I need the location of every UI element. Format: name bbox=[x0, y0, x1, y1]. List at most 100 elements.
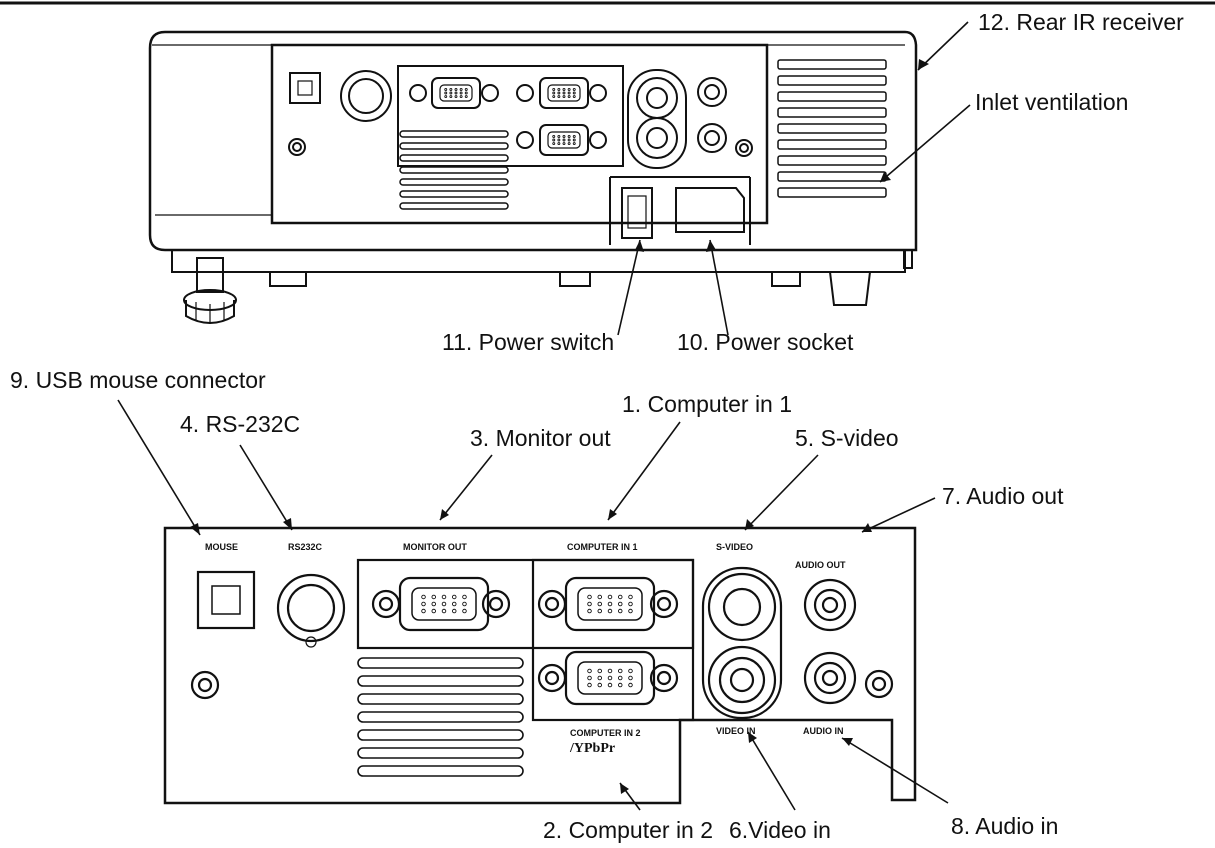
connector-panel-closeup bbox=[163, 526, 917, 805]
leader-rs232c bbox=[239, 444, 293, 531]
pin-hole bbox=[431, 608, 437, 614]
pin-hole bbox=[552, 91, 556, 95]
pin-hole bbox=[587, 675, 592, 681]
pin-hole bbox=[587, 601, 592, 607]
pin-hole bbox=[464, 95, 468, 98]
leader-power-socket bbox=[709, 239, 729, 336]
pin-hole bbox=[607, 668, 613, 674]
pin-hole bbox=[451, 608, 457, 614]
pin-hole bbox=[462, 601, 467, 607]
projector-rear-view bbox=[148, 30, 918, 324]
pin-hole bbox=[572, 95, 576, 98]
leader-arrowheads bbox=[190, 59, 929, 794]
pin-hole bbox=[597, 668, 603, 674]
panel-label-computer-in-2: COMPUTER IN 2 bbox=[570, 728, 641, 738]
callout-computer-in-2: 2. Computer in 2 bbox=[543, 817, 713, 843]
pin-hole bbox=[562, 88, 566, 91]
pin-hole bbox=[557, 88, 561, 91]
leader-usb-mouse bbox=[117, 399, 201, 536]
pin-hole bbox=[567, 95, 571, 98]
pin-hole bbox=[617, 601, 623, 607]
pin-hole bbox=[617, 594, 623, 600]
callout-s-video: 5. S-video bbox=[795, 425, 899, 451]
pin-hole bbox=[617, 608, 623, 614]
pin-hole bbox=[597, 682, 603, 688]
pin-hole bbox=[597, 675, 603, 681]
pin-hole bbox=[451, 601, 457, 607]
pin-hole bbox=[441, 608, 447, 614]
panel-label-ypbpr: /YPbPr bbox=[569, 741, 615, 756]
pin-hole bbox=[562, 138, 566, 142]
panel-label-audio-in: AUDIO IN bbox=[803, 726, 844, 736]
pin-hole bbox=[617, 682, 623, 688]
panel-label-audio-out: AUDIO OUT bbox=[795, 560, 846, 570]
pin-hole bbox=[628, 668, 633, 674]
pin-hole bbox=[617, 668, 623, 674]
pin-hole bbox=[451, 594, 457, 600]
pin-hole bbox=[557, 142, 561, 145]
pin-hole bbox=[597, 594, 603, 600]
callout-usb-mouse-connector: 9. USB mouse connector bbox=[10, 367, 266, 393]
pin-hole bbox=[607, 594, 613, 600]
pin-hole bbox=[464, 88, 468, 91]
pin-hole bbox=[572, 142, 576, 145]
pin-hole bbox=[587, 668, 592, 674]
callout-power-socket: 10. Power socket bbox=[677, 329, 854, 355]
panel-label-video-in: VIDEO IN bbox=[716, 726, 756, 736]
pin-hole bbox=[572, 88, 576, 91]
callout-audio-in: 8. Audio in bbox=[951, 813, 1058, 839]
leader-lines bbox=[117, 21, 971, 811]
pin-hole bbox=[628, 594, 633, 600]
pin-hole bbox=[552, 88, 556, 91]
pin-hole bbox=[562, 95, 566, 98]
pin-hole bbox=[628, 601, 633, 607]
pin-hole bbox=[607, 682, 613, 688]
pin-hole bbox=[562, 91, 566, 95]
pin-hole bbox=[617, 675, 623, 681]
leader-rear-ir bbox=[917, 21, 969, 71]
pin-hole bbox=[557, 91, 561, 95]
panel-label-s-video: S-VIDEO bbox=[716, 542, 753, 552]
panel-label-computer-in-1: COMPUTER IN 1 bbox=[567, 542, 638, 552]
pin-hole bbox=[562, 135, 566, 138]
pin-hole bbox=[552, 142, 556, 145]
connector-pins bbox=[421, 88, 633, 688]
pin-hole bbox=[628, 608, 633, 614]
pin-hole bbox=[567, 142, 571, 145]
pin-hole bbox=[607, 675, 613, 681]
panel-label-rs232c: RS232C bbox=[288, 542, 323, 552]
pin-hole bbox=[454, 88, 458, 91]
leader-computer-in-1 bbox=[607, 421, 681, 521]
pin-hole bbox=[607, 608, 613, 614]
callout-audio-out: 7. Audio out bbox=[942, 483, 1064, 509]
pin-hole bbox=[421, 608, 426, 614]
pin-hole bbox=[587, 594, 592, 600]
pin-hole bbox=[628, 682, 633, 688]
callout-power-switch: 11. Power switch bbox=[442, 329, 614, 355]
pin-hole bbox=[444, 91, 448, 95]
pin-hole bbox=[431, 594, 437, 600]
pin-hole bbox=[572, 91, 576, 95]
pin-hole bbox=[459, 91, 463, 95]
pin-hole bbox=[444, 88, 448, 91]
leader-audio-in bbox=[841, 737, 949, 804]
pin-hole bbox=[567, 135, 571, 138]
leader-inlet-ventilation bbox=[879, 104, 971, 183]
pin-hole bbox=[441, 594, 447, 600]
pin-hole bbox=[557, 138, 561, 142]
leader-monitor-out bbox=[439, 454, 493, 521]
callout-video-in: 6.Video in bbox=[729, 817, 831, 843]
pin-hole bbox=[464, 91, 468, 95]
callout-rear-ir-receiver: 12. Rear IR receiver bbox=[978, 9, 1184, 35]
pin-hole bbox=[454, 91, 458, 95]
pin-hole bbox=[459, 95, 463, 98]
leader-power-switch bbox=[617, 239, 641, 336]
pin-hole bbox=[567, 138, 571, 142]
pin-hole bbox=[597, 608, 603, 614]
pin-hole bbox=[462, 594, 467, 600]
pin-hole bbox=[421, 601, 426, 607]
pin-hole bbox=[587, 682, 592, 688]
panel-label-monitor-out: MONITOR OUT bbox=[403, 542, 467, 552]
panel-label-mouse: MOUSE bbox=[205, 542, 238, 552]
